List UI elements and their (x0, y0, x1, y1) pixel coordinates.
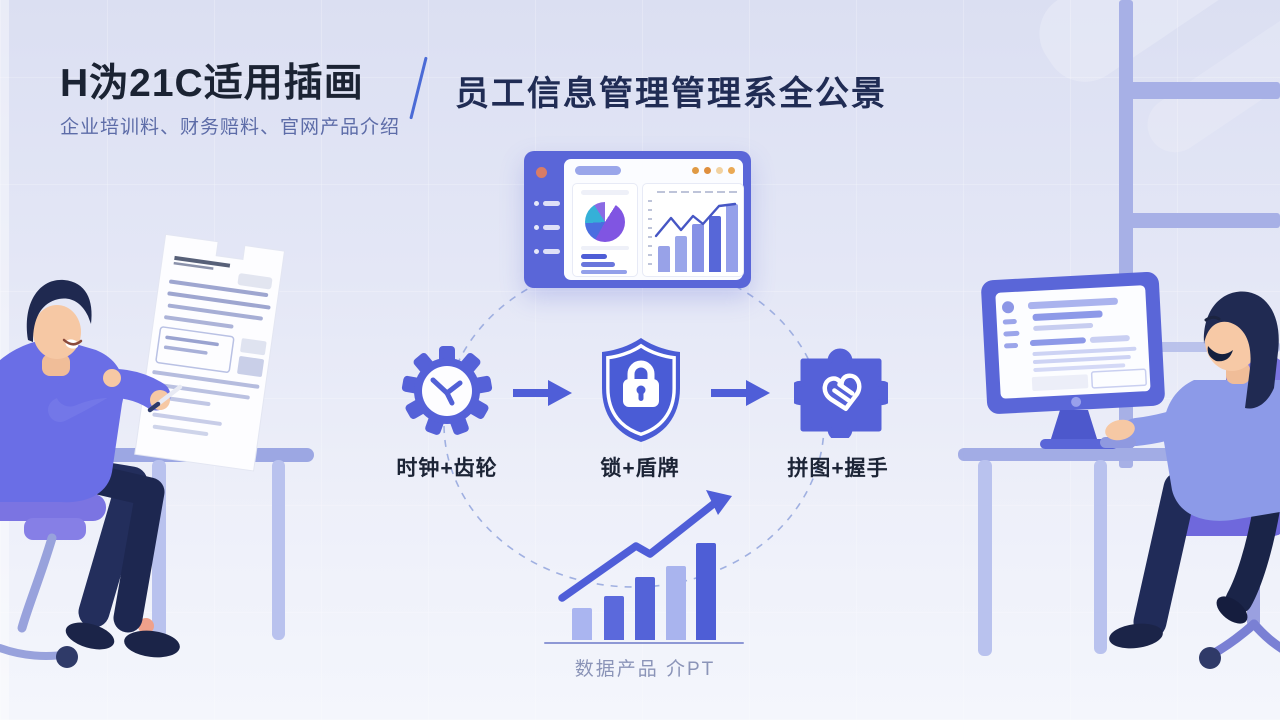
window-frame-horizontal (1119, 342, 1280, 352)
arrow-right-icon (711, 380, 770, 406)
window-frame-horizontal (1119, 82, 1280, 99)
growth-bar (666, 566, 686, 640)
growth-arrow (558, 490, 732, 602)
growth-chart: 数据产品 介PT (540, 490, 750, 690)
growth-bar (572, 608, 592, 640)
growth-bar (696, 543, 716, 640)
donut-chart-card (572, 183, 638, 277)
page-subtitle: 企业培训料、财务赔料、官网产品介绍 (60, 117, 401, 138)
mini-bar (726, 204, 738, 272)
sidebar-nav-item (534, 225, 560, 230)
arrow-right-icon (513, 380, 572, 406)
growth-bar (604, 596, 624, 640)
mini-bar (692, 224, 704, 272)
flow-label-clock-gear: 时钟+齿轮 (396, 457, 498, 480)
sidebar-dot (536, 167, 547, 178)
dashboard-illustration (524, 151, 751, 288)
mini-bar-chart-card (642, 183, 744, 277)
mini-line-chart (654, 202, 737, 238)
dashboard-window-dots (692, 167, 735, 174)
flow-label-lock-shield: 锁+盾牌 (600, 457, 680, 480)
sidebar-nav-item (534, 201, 560, 206)
section-title: 员工信息管理管理系全公景 (455, 75, 887, 113)
growth-bar (635, 577, 655, 640)
growth-caption: 数据产品 介PT (574, 659, 716, 680)
page-title: H沩21C适用插画 (60, 62, 364, 105)
mini-bar (709, 216, 721, 272)
person-at-computer (958, 271, 1280, 669)
dashboard-title-pill (575, 166, 621, 175)
shield-lock-icon (602, 338, 680, 442)
window-frame-horizontal (1119, 213, 1280, 228)
mini-bar (675, 236, 687, 272)
dashboard-content (564, 159, 744, 280)
mini-bar (658, 246, 670, 272)
puzzle-handshake-icon (794, 348, 888, 438)
donut-chart (585, 202, 625, 242)
growth-baseline (544, 642, 744, 644)
dashboard-sidebar (524, 151, 562, 288)
clock-gear-icon (401, 346, 493, 435)
person-reading-document (0, 233, 314, 668)
flow-label-puzzle-handshake: 拼图+握手 (787, 457, 889, 480)
divider-slash (403, 56, 427, 118)
sidebar-nav-item (534, 249, 560, 254)
